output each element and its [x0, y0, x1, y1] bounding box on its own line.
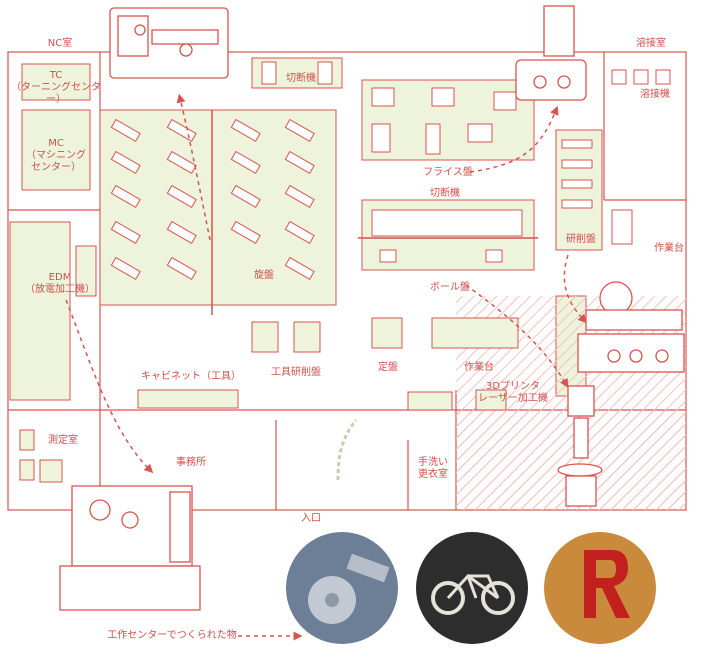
surface-plate-label: 定盤	[378, 362, 398, 373]
caption-label: 工作センターでつくられた物	[107, 630, 237, 641]
cutting-top-label: 切断機	[286, 73, 316, 84]
entrance-arrow	[336, 419, 358, 481]
lathe-label: 旋盤	[254, 270, 274, 281]
lathe-illustration	[109, 7, 229, 79]
tool-grinder-label: 工具研削盤	[271, 367, 321, 378]
welder-label: 溶接機	[640, 89, 670, 100]
milling-label: フライス盤	[423, 167, 473, 178]
edm-label: EDM （放電加工機）	[25, 272, 95, 295]
measuring-room-label: 測定室	[48, 435, 78, 446]
washroom-label: 手洗い 更衣室	[418, 457, 448, 480]
nc-machines	[9, 63, 97, 481]
fixtures	[39, 317, 519, 483]
photo-letter-r	[544, 532, 656, 644]
pointer-arrows	[65, 93, 588, 641]
drill-press-label: ボール盤	[430, 282, 470, 293]
drill-press-illustration	[557, 385, 603, 507]
grinder-illustration	[577, 281, 685, 373]
grinder-label: 研削盤	[566, 234, 596, 245]
milling-machines	[261, 61, 671, 263]
printer-laser-label: 3Dプリンタ レーザー加工機	[478, 381, 548, 404]
office-label: 事務所	[176, 457, 206, 468]
photo-part	[286, 532, 398, 644]
tc-label: TC （ターニングセンター）	[11, 70, 101, 105]
milling-machine-illustration	[515, 5, 587, 101]
photo-bicycle	[416, 532, 528, 644]
welding-room-label: 溶接室	[636, 38, 666, 49]
nc-room-label: NC室	[47, 38, 73, 49]
cabinet-label: キャビネット（工具）	[141, 371, 241, 382]
workbench-mid-label: 作業台	[464, 362, 494, 373]
entrance-label: 入口	[301, 513, 321, 524]
mc-label: MC （マシニング センター）	[26, 138, 86, 173]
cutting-mid-label: 切断機	[430, 188, 460, 199]
workbench-right-label: 作業台	[654, 243, 684, 254]
edm-illustration	[59, 485, 201, 611]
